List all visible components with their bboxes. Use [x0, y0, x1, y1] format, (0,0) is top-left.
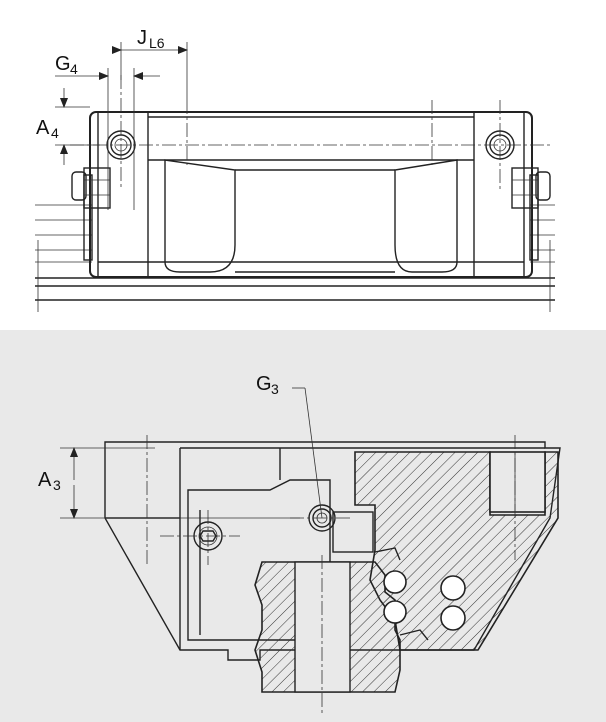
a3-label: A — [38, 469, 52, 491]
dimension-a3: A 3 — [38, 447, 300, 519]
g4-label: G — [55, 53, 71, 75]
a4-subscript: 4 — [51, 125, 59, 141]
ball-bearings — [383, 570, 466, 631]
end-screw-left — [71, 167, 111, 209]
rail-section — [254, 555, 401, 715]
g4-subscript: 4 — [70, 61, 78, 77]
side-view-panel: J L6 G 4 A 4 — [0, 0, 606, 330]
jl6-label: J — [137, 27, 147, 49]
dimension-jl6: J L6 — [112, 27, 188, 100]
section-view-drawing: A 3 G 3 — [38, 373, 561, 715]
carriage-body — [83, 111, 539, 278]
g3-callout: G 3 — [256, 373, 323, 519]
seal-strip — [332, 511, 429, 641]
a4-label: A — [36, 117, 50, 139]
a3-subscript: 3 — [53, 477, 61, 493]
g3-label: G — [256, 373, 272, 395]
end-screw-right — [511, 167, 551, 209]
dimension-a4: A 4 — [36, 88, 100, 165]
guide-rail — [35, 204, 555, 312]
jl6-subscript: L6 — [149, 35, 165, 51]
section-view-panel: A 3 G 3 — [0, 330, 606, 722]
side-view-drawing: J L6 G 4 A 4 — [35, 27, 555, 312]
dimension-g4: G 4 — [55, 53, 160, 210]
g3-subscript: 3 — [271, 381, 279, 397]
center-lines — [70, 75, 550, 190]
